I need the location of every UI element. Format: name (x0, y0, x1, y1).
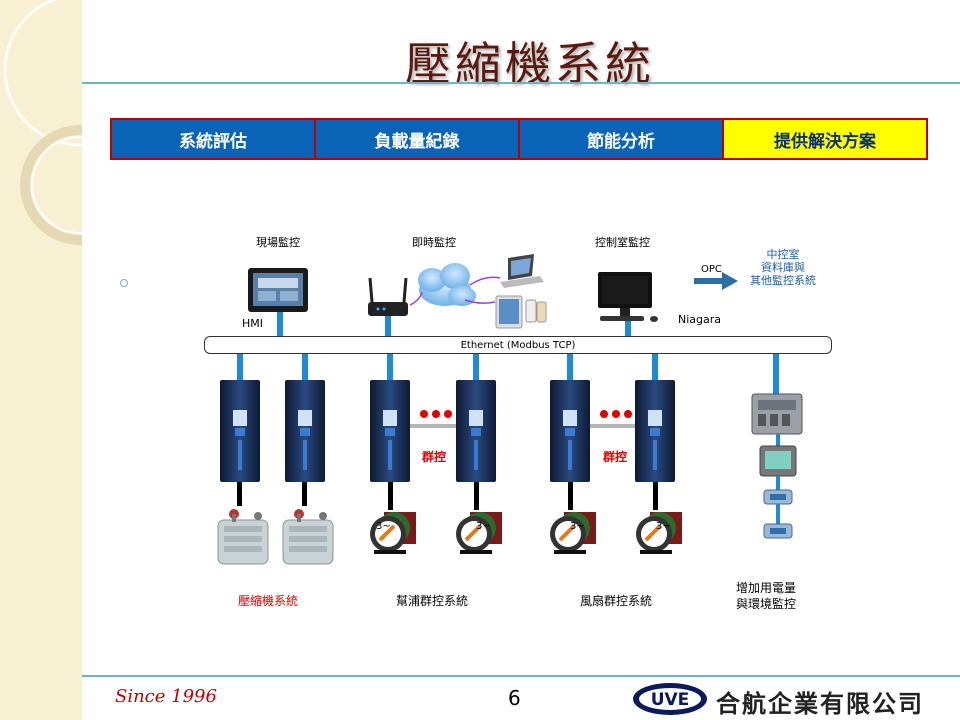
process-steps-bar: 系統評估 負載量紀錄 節能分析 提供解決方案 (110, 118, 928, 160)
motor-phase-mark: 3~ (570, 521, 585, 532)
decorative-arcs (3, 0, 82, 245)
step-load-recording[interactable]: 負載量紀錄 (316, 120, 520, 158)
title-divider (82, 82, 960, 84)
desktop-pc-icon (598, 272, 658, 322)
decorative-side-strip (0, 0, 82, 720)
label-fan-group-control: 群控 (603, 450, 628, 464)
hmi-panel-icon (248, 268, 308, 312)
label-pump-group-control: 群控 (422, 450, 447, 464)
label-niagara: Niagara (678, 313, 722, 326)
metering-device-icons (751, 393, 803, 539)
company-logo: UVE (632, 682, 708, 716)
label-compressor-system: 壓縮機系統 (238, 594, 299, 608)
step-solution[interactable]: 提供解決方案 (724, 120, 926, 158)
label-realtime-monitoring: 即時監控 (412, 236, 456, 249)
motor-phase-mark: 3~ (376, 521, 391, 532)
label-fan-system: 風扇群控系統 (580, 594, 653, 608)
company-name: 合航企業有限公司 (716, 690, 924, 718)
label-hmi: HMI (242, 317, 264, 330)
motor-phase-mark: 3~ (476, 521, 491, 532)
opc-arrow-icon (694, 272, 738, 290)
label-onsite-monitoring: 現場監控 (256, 236, 300, 249)
group-control-links (410, 410, 635, 428)
ethernet-bus: Ethernet (Modbus TCP) (204, 336, 832, 354)
since-text: Since 1996 (115, 686, 217, 707)
label-pump-system: 幫浦群控系統 (396, 594, 469, 608)
label-opc: OPC (701, 264, 722, 275)
page-number: 6 (508, 686, 521, 710)
tablet-phone-icon (495, 295, 547, 329)
compressor-icons (217, 509, 334, 565)
vfd-drive-icons (220, 380, 675, 482)
label-metering-system: 增加用電量 與環境監控 (736, 581, 797, 611)
label-control-room: 控制室監控 (595, 236, 650, 249)
cloud-icon (418, 263, 476, 306)
bullet-point (120, 279, 128, 287)
step-energy-analysis[interactable]: 節能分析 (520, 120, 724, 158)
laptop-icon (500, 254, 544, 288)
label-central-systems: 中控室 資料庫與 其他監控系統 (750, 248, 816, 287)
motor-phase-mark: 3~ (656, 521, 671, 532)
motor-icons (370, 512, 682, 554)
logo-text: UVE (651, 690, 690, 710)
footer-divider (82, 675, 960, 677)
step-system-evaluation[interactable]: 系統評估 (112, 120, 316, 158)
router-icon (368, 277, 408, 316)
